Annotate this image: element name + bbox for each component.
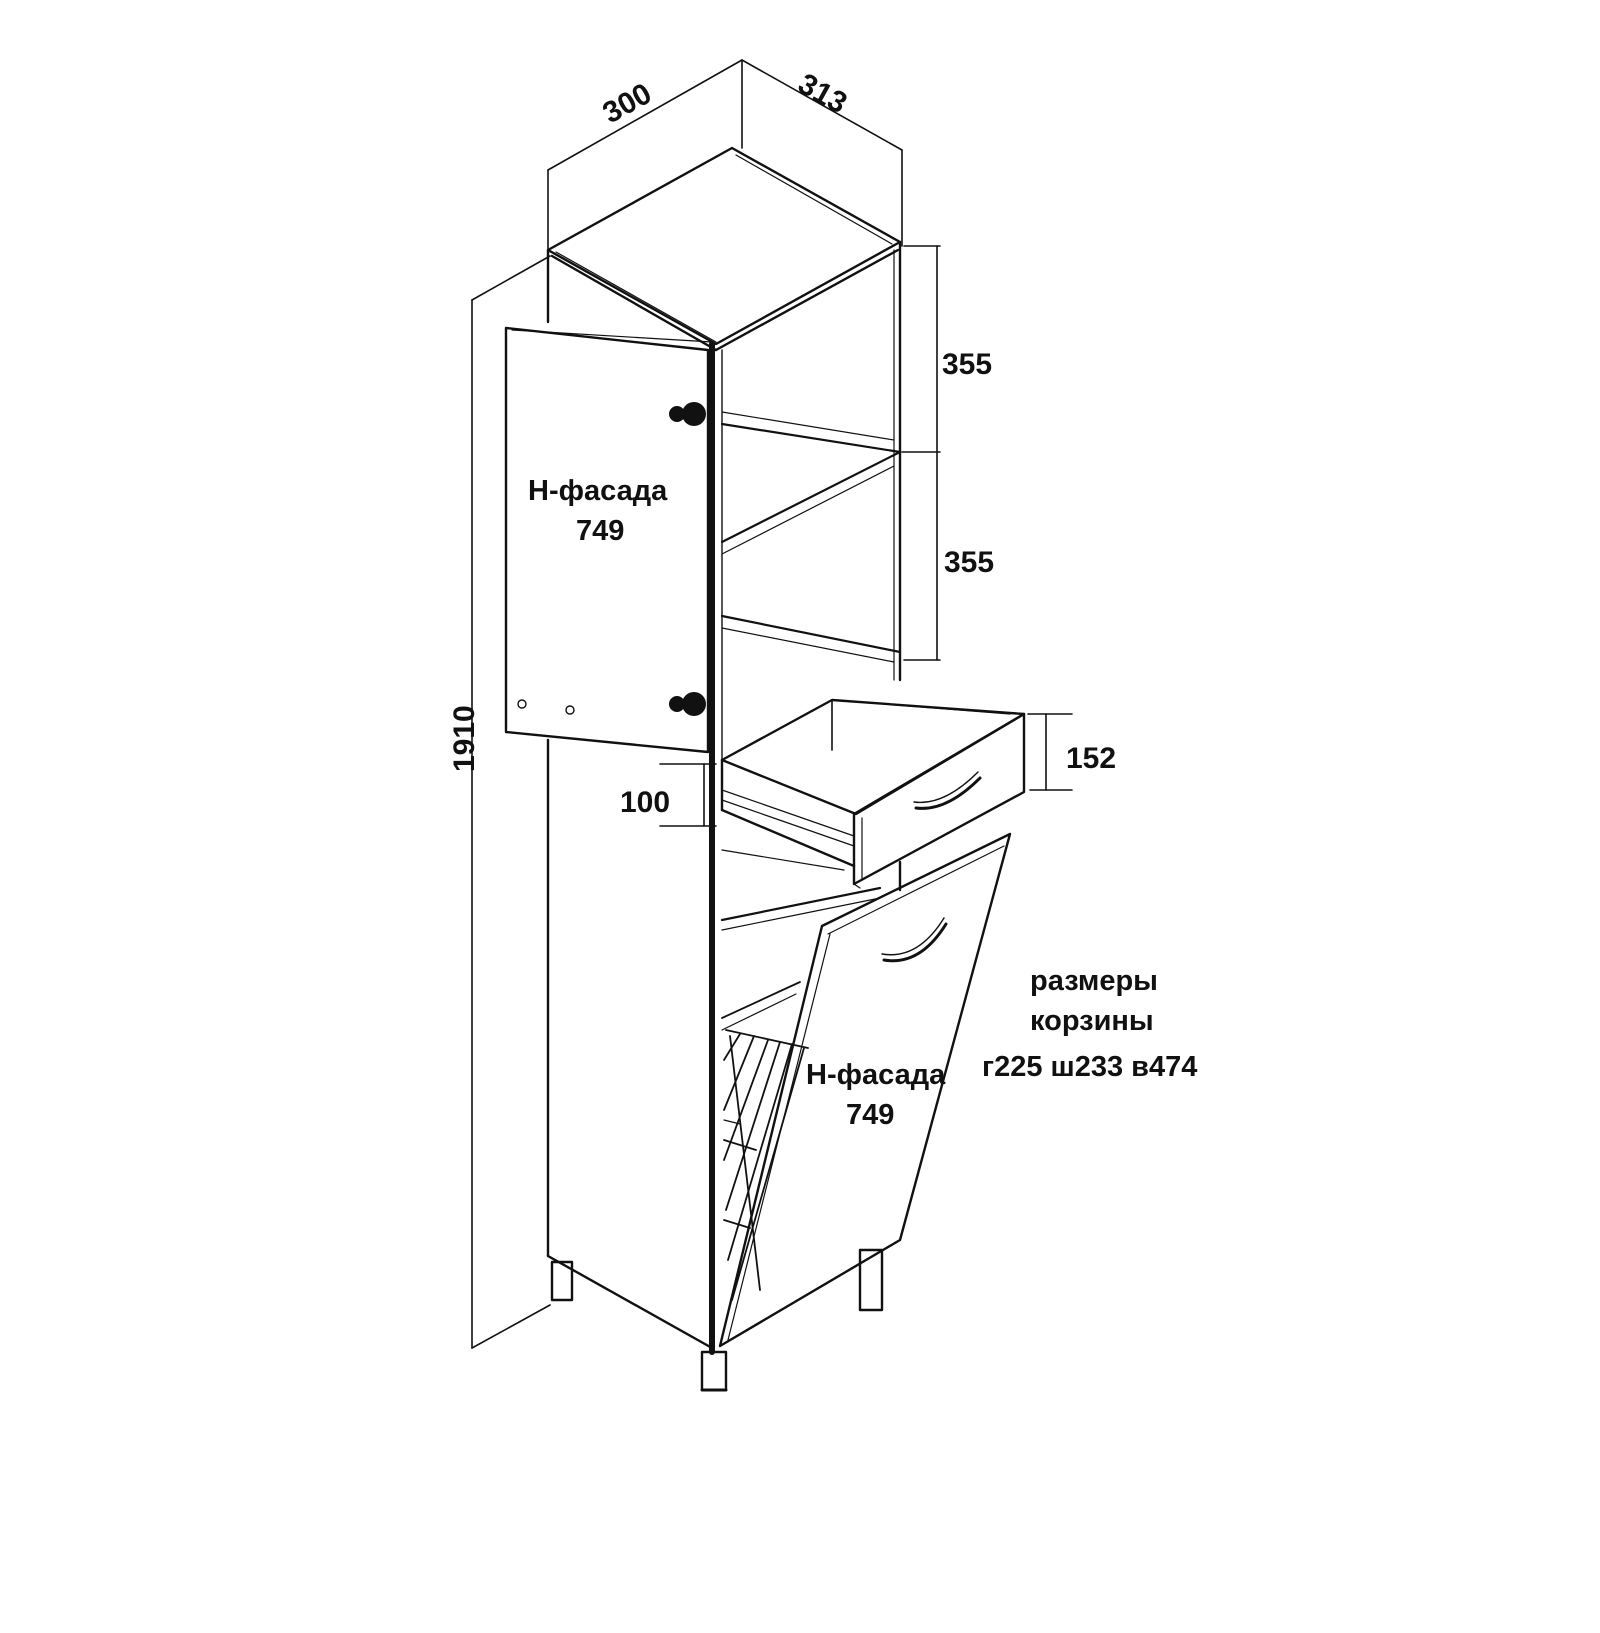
cabinet-side-panels bbox=[546, 240, 902, 1350]
door-hinge-icon bbox=[669, 402, 706, 716]
dimension-width-label: 300 bbox=[597, 77, 657, 130]
lower-door-label-line2: 749 bbox=[846, 1099, 894, 1131]
shelves bbox=[720, 411, 902, 931]
cabinet-legs bbox=[550, 1248, 884, 1392]
lower-door-label-line1: Н-фасада bbox=[806, 1059, 946, 1091]
dimension-shelf-middle-label: 355 bbox=[944, 546, 994, 579]
upper-door-label-line1: Н-фасада bbox=[528, 475, 668, 507]
lower-door-handle-icon bbox=[881, 917, 948, 963]
upper-door-label-line2: 749 bbox=[576, 515, 624, 547]
upper-door bbox=[504, 326, 713, 754]
dimension-drawer-label: 152 bbox=[1066, 742, 1116, 775]
cabinet-front-edge bbox=[709, 341, 723, 1355]
dimension-depth-label: 313 bbox=[793, 67, 853, 120]
basket-label-line3: г225 ш233 в474 bbox=[982, 1051, 1197, 1083]
drawer-handle-icon bbox=[913, 771, 982, 810]
basket-label-line2: корзины bbox=[1030, 1005, 1154, 1037]
dimension-lines bbox=[471, 59, 1073, 1349]
drawer bbox=[720, 698, 1026, 889]
laundry-basket bbox=[721, 981, 809, 1301]
dimension-height-label: 1910 bbox=[448, 705, 481, 772]
cabinet-top bbox=[546, 146, 902, 352]
dimension-gap-label: 100 bbox=[620, 786, 670, 819]
basket-label-line1: размеры bbox=[1030, 965, 1158, 997]
dimension-shelf-top-label: 355 bbox=[942, 348, 992, 381]
